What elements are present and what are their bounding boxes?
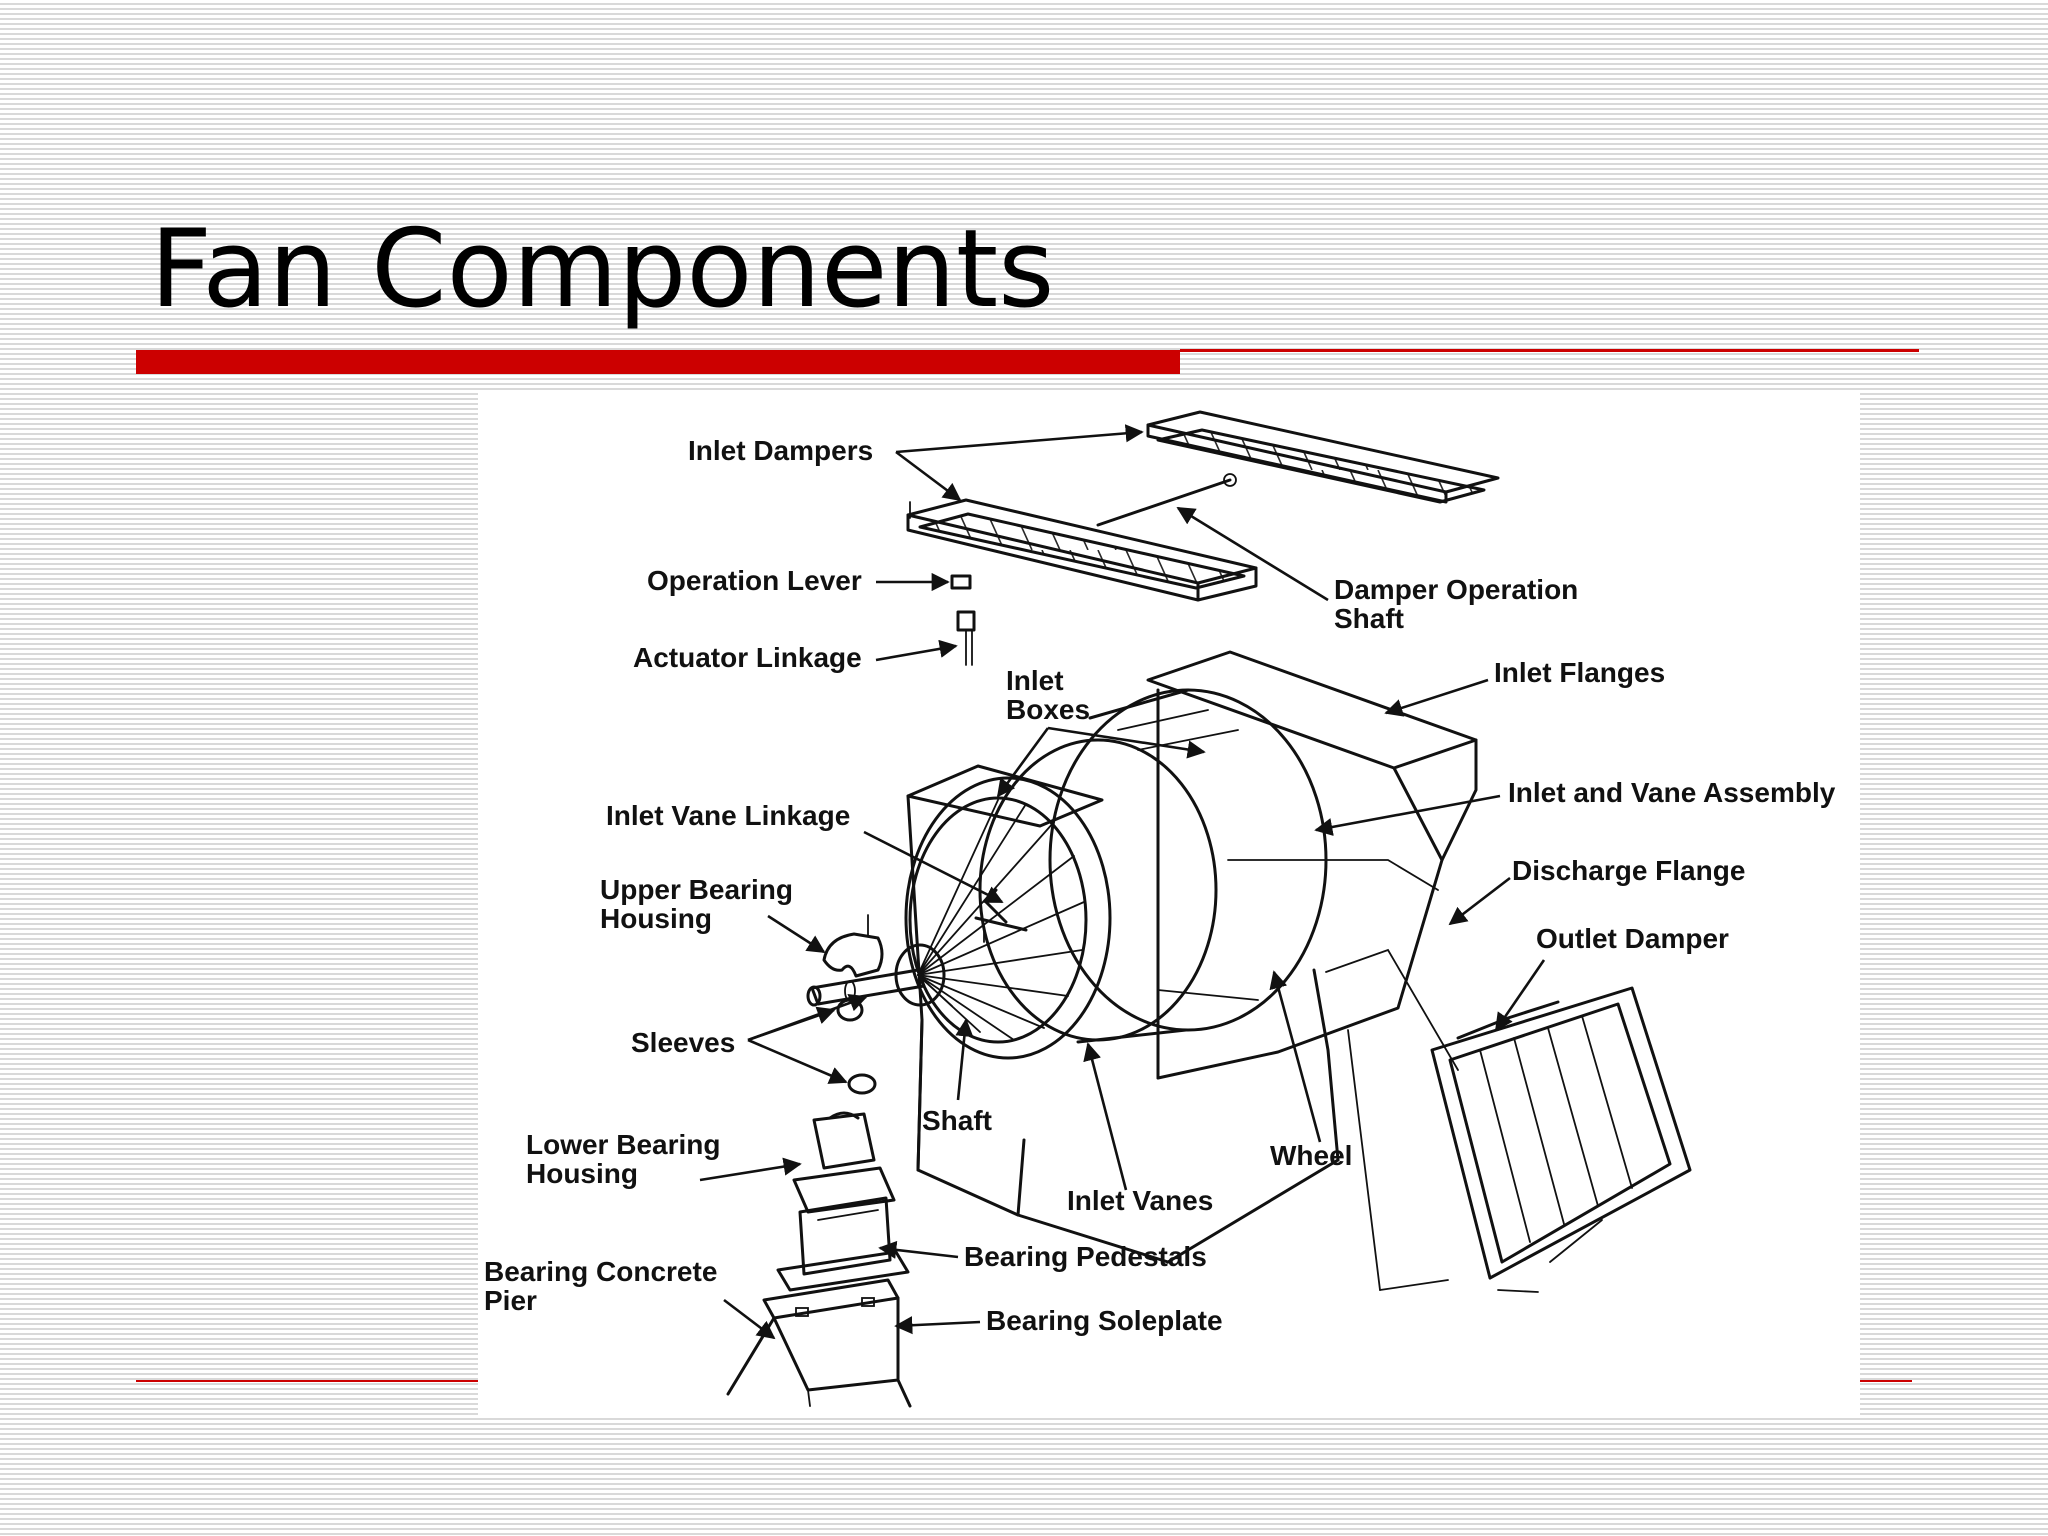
outlet-damper <box>1430 986 1692 1293</box>
upper-bearing-housing-part <box>822 932 884 978</box>
fan-diagram: Inlet Dampers Operation Lever Actuator L… <box>478 390 1860 1418</box>
label-inlet-and-vane-assembly: Inlet and Vane Assembly <box>1508 777 1836 808</box>
title-accent-bar <box>136 350 1180 374</box>
label-lower-bearing-housing: Lower Bearing Housing <box>526 1129 728 1189</box>
label-inlet-boxes: Inlet Boxes <box>1006 665 1090 725</box>
bearing-assembly <box>726 1111 912 1408</box>
label-shaft: Shaft <box>922 1105 992 1136</box>
footer-line-right <box>1860 1380 1912 1382</box>
slide-title: Fan Components <box>150 207 1055 332</box>
title-accent-line <box>1180 349 1919 352</box>
inlet-damper-right <box>1146 410 1500 504</box>
leader-lines <box>699 424 1546 1340</box>
label-damper-operation-shaft: Damper Operation Shaft <box>1334 574 1586 634</box>
actuator-part <box>956 610 976 632</box>
label-bearing-soleplate: Bearing Soleplate <box>986 1305 1223 1336</box>
callout-labels: Inlet Dampers Operation Lever Actuator L… <box>484 435 1836 1336</box>
operation-lever-part <box>950 574 972 590</box>
label-bearing-concrete-pier: Bearing Concrete Pier <box>484 1256 725 1316</box>
fan-shaft <box>806 968 926 1007</box>
damper-shaft-rod <box>1096 478 1232 527</box>
label-upper-bearing-housing: Upper Bearing Housing <box>600 874 801 934</box>
label-wheel: Wheel <box>1270 1140 1352 1171</box>
inlet-damper-left <box>906 498 1258 602</box>
fan-wheel <box>978 688 1328 1044</box>
fan-housing <box>906 650 1478 1291</box>
label-operation-lever: Operation Lever <box>647 565 862 596</box>
label-bearing-pedestals: Bearing Pedestals <box>964 1241 1207 1272</box>
label-inlet-dampers: Inlet Dampers <box>688 435 873 466</box>
label-inlet-vanes: Inlet Vanes <box>1067 1185 1213 1216</box>
label-inlet-flanges: Inlet Flanges <box>1494 657 1665 688</box>
label-discharge-flange: Discharge Flange <box>1512 855 1745 886</box>
label-inlet-vane-linkage: Inlet Vane Linkage <box>606 800 850 831</box>
footer-line-left <box>136 1380 481 1382</box>
damper-shaft-coupling <box>1223 473 1237 487</box>
label-outlet-damper: Outlet Damper <box>1536 923 1729 954</box>
sleeve-lower <box>847 1073 877 1095</box>
label-actuator-linkage: Actuator Linkage <box>633 642 862 673</box>
label-sleeves: Sleeves <box>631 1027 735 1058</box>
